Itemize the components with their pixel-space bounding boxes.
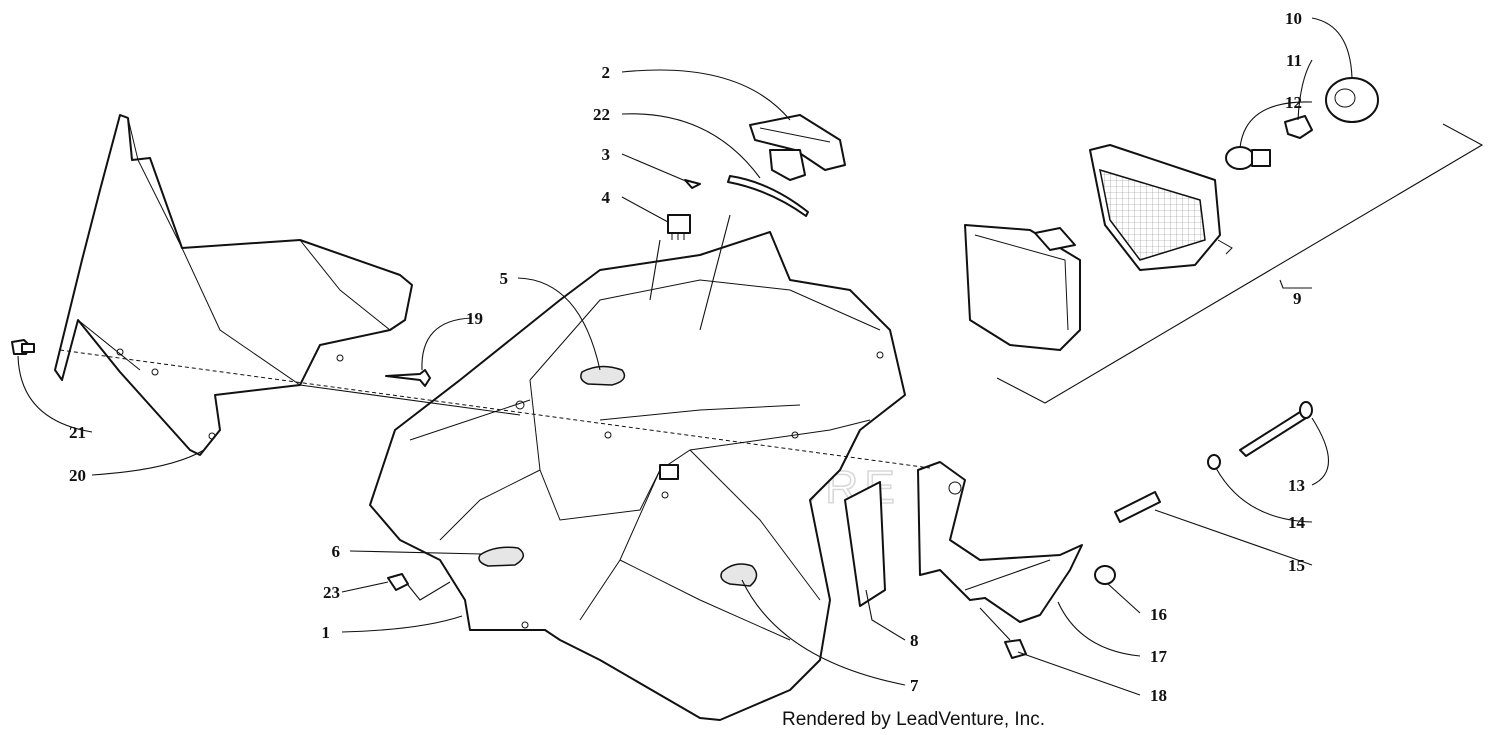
callout-1: 1 — [322, 623, 331, 642]
callout-23: 23 — [323, 583, 340, 602]
item-9-bracket-line — [996, 123, 1484, 404]
pad-7-part — [720, 563, 758, 587]
dust-cap-part — [1325, 77, 1379, 123]
windshield-part — [54, 114, 413, 456]
callout-22: 22 — [593, 105, 610, 124]
pad-6-part — [478, 546, 524, 567]
callout-11: 11 — [1286, 51, 1302, 70]
decal-8-part — [844, 481, 886, 607]
retainer-clip-part — [1284, 115, 1313, 139]
callout-19: 19 — [466, 309, 483, 328]
callout-10: 10 — [1285, 9, 1302, 28]
callout-4: 4 — [602, 188, 611, 207]
callout-6: 6 — [332, 542, 341, 561]
callout-5: 5 — [500, 269, 509, 288]
callout-13: 13 — [1288, 476, 1305, 495]
spring-part — [1114, 491, 1161, 523]
gauge-part — [749, 114, 846, 181]
callout-16: 16 — [1150, 605, 1167, 624]
callout-7: 7 — [910, 676, 919, 695]
callout-9: 9 — [1293, 289, 1302, 308]
bulb-part — [1225, 146, 1271, 170]
callout-20: 20 — [69, 466, 86, 485]
pad-5-part — [580, 365, 626, 386]
callout-12: 12 — [1285, 93, 1302, 112]
rivet-19-part — [385, 369, 431, 387]
callout-14: 14 — [1288, 513, 1306, 532]
windshield-screw-part — [11, 339, 35, 355]
callout-3: 3 — [602, 145, 611, 164]
washer-part — [1207, 454, 1221, 470]
gasket-part — [727, 175, 809, 217]
bolt-part — [1239, 401, 1313, 457]
callout-15: 15 — [1288, 556, 1305, 575]
leader-lines — [17, 17, 1353, 696]
bracket-part — [917, 461, 1083, 623]
headlight-assembly-part — [964, 144, 1233, 351]
callout-21: 21 — [69, 423, 86, 442]
assembly-line — [59, 349, 931, 469]
clip-3-part — [684, 179, 701, 189]
grommet-part — [1094, 565, 1116, 585]
callout-2: 2 — [602, 63, 611, 82]
clip-18-part — [1004, 639, 1027, 659]
screw-23-part — [387, 573, 409, 591]
switch-part — [667, 214, 691, 240]
callout-18: 18 — [1150, 686, 1167, 705]
callout-17: 17 — [1150, 647, 1168, 666]
hood-part — [369, 231, 906, 721]
credit-text: Rendered by LeadVenture, Inc. — [782, 709, 1045, 730]
callout-8: 8 — [910, 631, 919, 650]
